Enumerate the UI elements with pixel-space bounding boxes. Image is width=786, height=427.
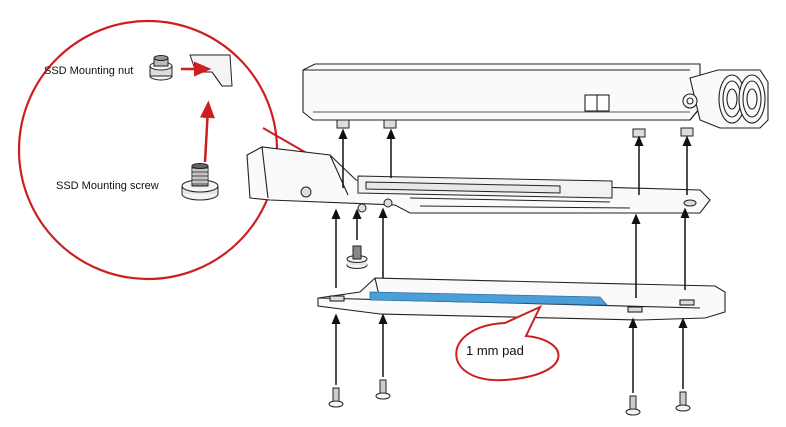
mounting-screw-icon [181,163,219,201]
bottom-screws [328,379,691,416]
thermal-pad-label: 1 mm pad [466,343,524,358]
mounting-nut-label: SSD Mounting nut [44,65,134,77]
pad-callout [455,304,560,382]
zoom-callout [17,19,358,281]
thermal-pad [369,291,608,306]
mounting-screw-label: SSD Mounting screw [56,180,159,192]
bracket-screws [300,186,697,213]
assembly-arrows [331,128,692,393]
loose-ssd-screw [346,245,368,269]
mounting-nut-icon [149,55,173,81]
ssd-module [357,175,631,209]
screw-arrow [199,100,215,163]
top-enclosure [302,63,701,121]
connector-end [682,69,769,129]
